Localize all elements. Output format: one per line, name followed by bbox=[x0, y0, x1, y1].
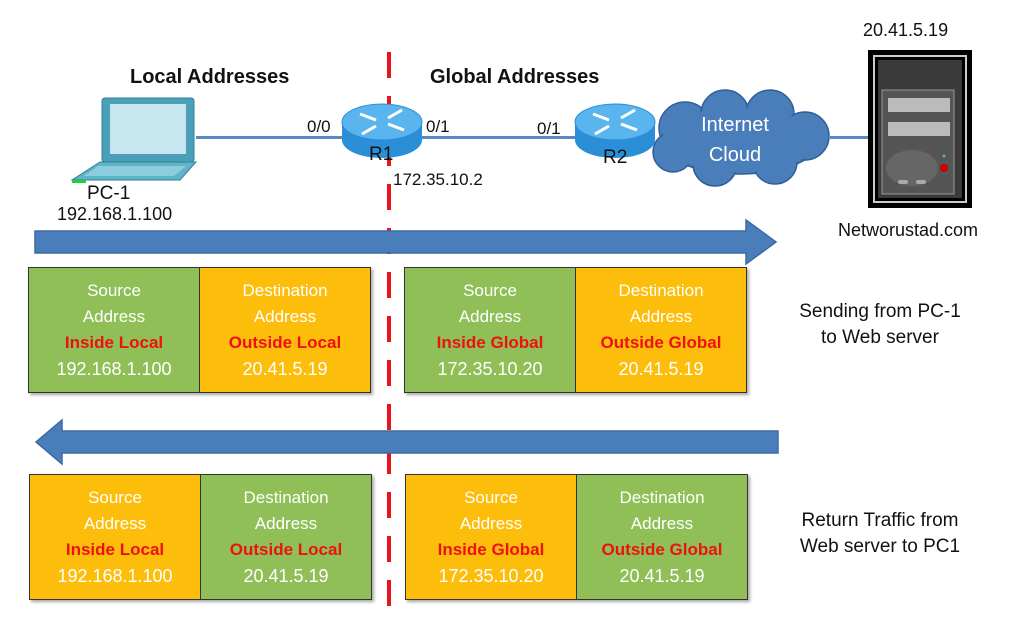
r1-ip: 172.35.10.2 bbox=[393, 170, 483, 189]
link-pc-r1 bbox=[196, 136, 346, 139]
cell-subtitle: Address bbox=[459, 514, 523, 533]
address-kind: Outside Local bbox=[228, 333, 342, 352]
link-cloud-server bbox=[830, 136, 870, 139]
address-value: 20.41.5.19 bbox=[242, 359, 328, 379]
caption-line1: Sending from PC-1 bbox=[799, 301, 961, 322]
server-name: Networustad.com bbox=[838, 220, 979, 240]
address-kind: Inside Local bbox=[65, 540, 165, 559]
cell-subtitle: Address bbox=[82, 307, 146, 326]
global-addresses-heading: Global Addresses bbox=[430, 66, 600, 88]
laptop-icon[interactable] bbox=[70, 96, 200, 186]
cloud-label-line1: Internet bbox=[701, 114, 769, 136]
address-value: 20.41.5.19 bbox=[243, 566, 329, 586]
cell-title: Source bbox=[463, 281, 517, 300]
destination-address-cell: Destination Address Outside Local 20.41.… bbox=[200, 475, 371, 599]
source-address-cell: Source Address Inside Global 172.35.10.2… bbox=[405, 268, 575, 392]
caption-line1: Return Traffic from bbox=[801, 510, 959, 531]
caption-line2: to Web server bbox=[821, 327, 939, 348]
router-r1-icon[interactable] bbox=[340, 100, 424, 162]
cell-title: Destination bbox=[619, 488, 705, 507]
cell-title: Destination bbox=[618, 281, 704, 300]
cell-subtitle: Address bbox=[254, 514, 318, 533]
source-address-cell: Source Address Inside Local 192.168.1.10… bbox=[30, 475, 200, 599]
r1-name: R1 bbox=[369, 144, 394, 165]
flow-return-local-table: Source Address Inside Local 192.168.1.10… bbox=[29, 474, 372, 600]
local-global-divider bbox=[387, 52, 391, 612]
router-r2-icon[interactable] bbox=[573, 100, 657, 162]
cell-subtitle: Address bbox=[83, 514, 147, 533]
cell-title: Destination bbox=[242, 281, 328, 300]
address-value: 20.41.5.19 bbox=[618, 359, 704, 379]
caption-line2: Web server to PC1 bbox=[799, 536, 961, 557]
source-address-cell: Source Address Inside Local 192.168.1.10… bbox=[29, 268, 199, 392]
cloud-icon[interactable] bbox=[645, 88, 835, 188]
flow-send-local-table: Source Address Inside Local 192.168.1.10… bbox=[28, 267, 371, 393]
server-icon[interactable] bbox=[868, 50, 972, 208]
flow-return-caption: Return Traffic from Web server to PC1 bbox=[755, 508, 1005, 560]
cell-title: Source bbox=[88, 488, 142, 507]
cloud-label-line2: Cloud bbox=[708, 144, 762, 166]
flow-return-global-table: Source Address Inside Global 172.35.10.2… bbox=[405, 474, 748, 600]
address-kind: Outside Global bbox=[600, 333, 722, 352]
pc-ip: 192.168.1.100 bbox=[57, 204, 173, 224]
arrow-right-icon bbox=[34, 218, 778, 266]
address-value: 192.168.1.100 bbox=[56, 359, 172, 379]
address-kind: Inside Global bbox=[436, 333, 544, 352]
arrow-left-icon bbox=[34, 418, 779, 466]
flow-send-caption: Sending from PC-1 to Web server bbox=[755, 299, 1005, 351]
flow-send-global-table: Source Address Inside Global 172.35.10.2… bbox=[404, 267, 747, 393]
address-value: 192.168.1.100 bbox=[57, 566, 173, 586]
cell-subtitle: Address bbox=[629, 307, 693, 326]
address-value: 172.35.10.20 bbox=[437, 359, 543, 379]
r2-name: R2 bbox=[603, 147, 628, 168]
cell-title: Destination bbox=[243, 488, 329, 507]
cell-title: Source bbox=[87, 281, 141, 300]
destination-address-cell: Destination Address Outside Global 20.41… bbox=[575, 268, 746, 392]
link-r1-r2 bbox=[420, 136, 585, 139]
address-kind: Inside Global bbox=[437, 540, 545, 559]
address-kind: Inside Local bbox=[64, 333, 164, 352]
address-value: 20.41.5.19 bbox=[619, 566, 705, 586]
server-ip: 20.41.5.19 bbox=[863, 20, 949, 40]
cell-subtitle: Address bbox=[630, 514, 694, 533]
destination-address-cell: Destination Address Outside Global 20.41… bbox=[576, 475, 747, 599]
local-addresses-heading: Local Addresses bbox=[130, 66, 290, 88]
r2-port-left: 0/1 bbox=[537, 119, 561, 138]
r1-port-left: 0/0 bbox=[307, 117, 331, 136]
cell-title: Source bbox=[464, 488, 518, 507]
destination-address-cell: Destination Address Outside Local 20.41.… bbox=[199, 268, 370, 392]
cloud-label: Internet Cloud bbox=[680, 110, 790, 170]
cell-subtitle: Address bbox=[253, 307, 317, 326]
address-kind: Outside Global bbox=[601, 540, 723, 559]
cell-subtitle: Address bbox=[458, 307, 522, 326]
source-address-cell: Source Address Inside Global 172.35.10.2… bbox=[406, 475, 576, 599]
r1-port-right: 0/1 bbox=[426, 117, 450, 136]
address-kind: Outside Local bbox=[229, 540, 343, 559]
address-value: 172.35.10.20 bbox=[438, 566, 544, 586]
pc-name: PC-1 bbox=[87, 183, 131, 204]
